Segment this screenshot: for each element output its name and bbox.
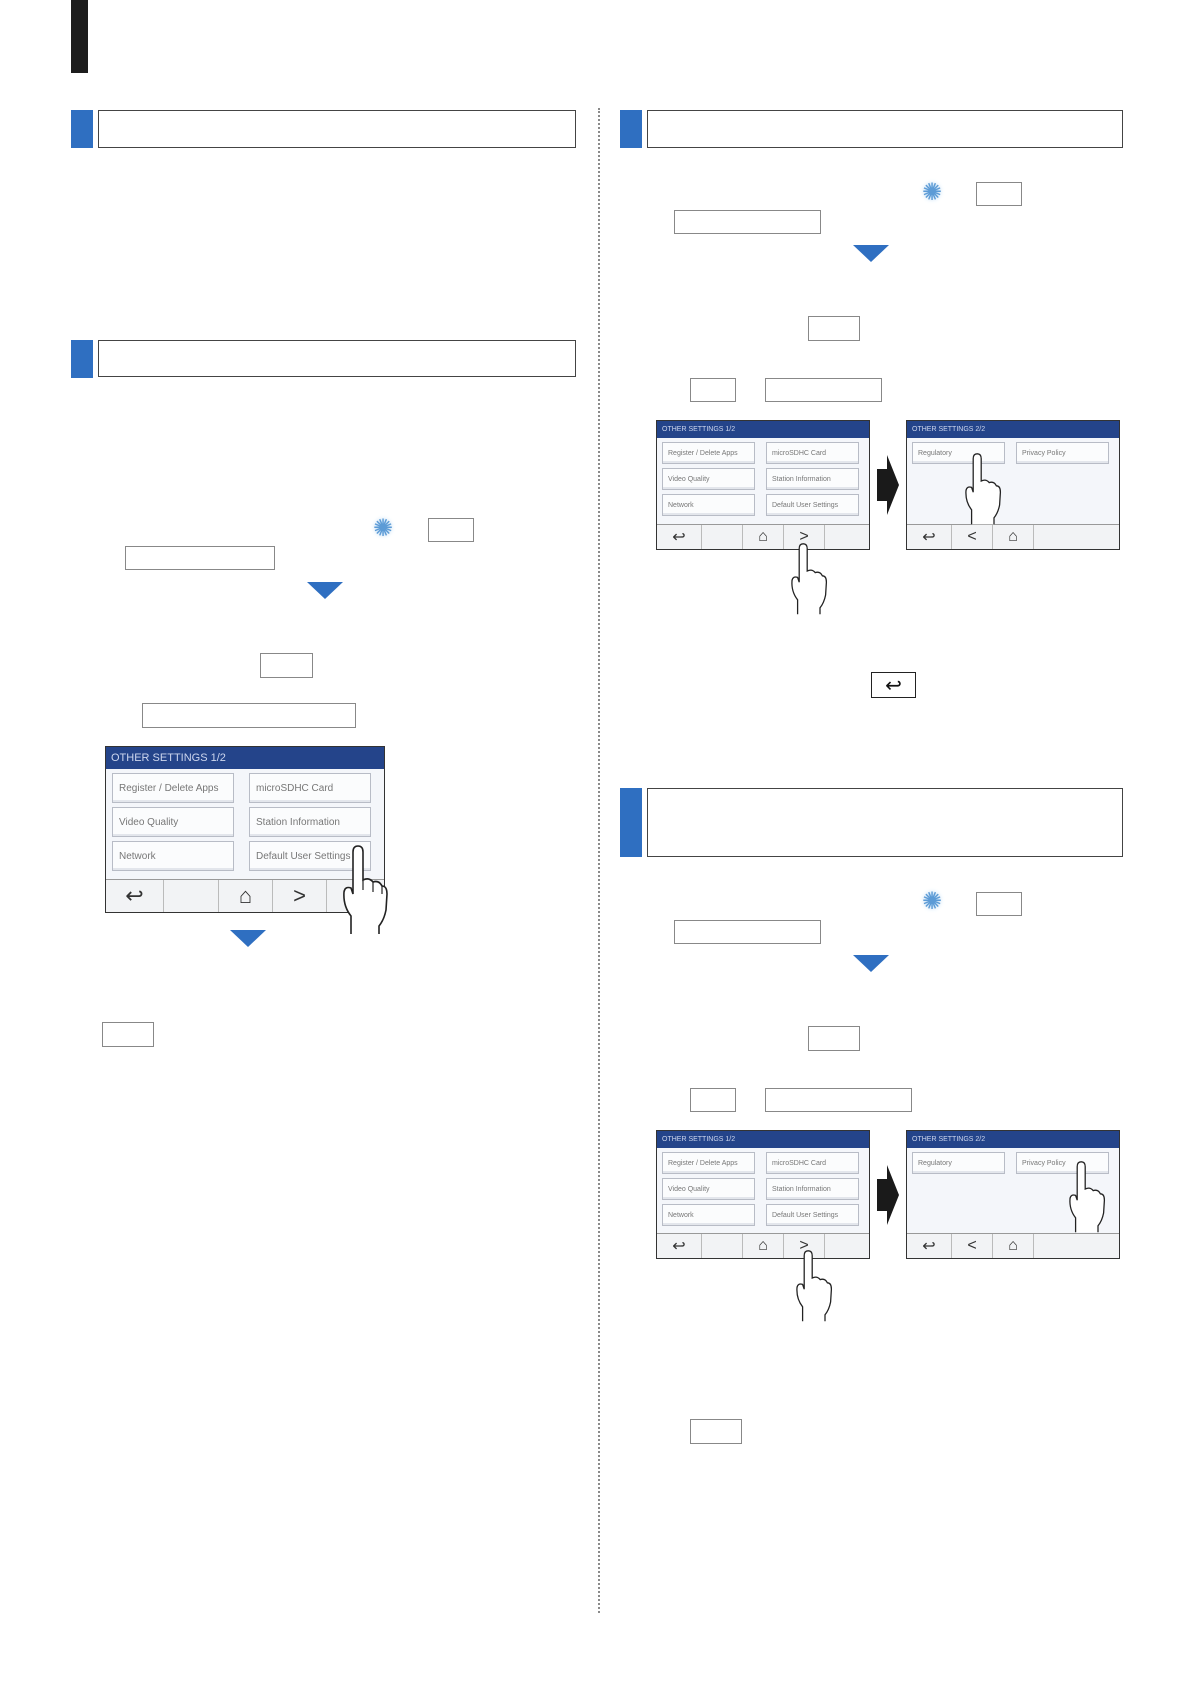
back-icon[interactable]: ↩ [657, 525, 702, 549]
empty-nav-slot [1034, 1234, 1119, 1258]
menu-cell-regulatory[interactable]: Regulatory [912, 1152, 1005, 1174]
menu-cell-register-delete-apps[interactable]: Register / Delete Apps [112, 773, 234, 803]
other-settings-screen-1: OTHER SETTINGS 1/2 Register / Delete App… [656, 420, 870, 550]
section-marker [71, 340, 93, 378]
button-placeholder [976, 892, 1022, 916]
section-title-box [647, 110, 1123, 148]
empty-nav-slot [702, 1234, 743, 1258]
empty-nav-slot [825, 1234, 869, 1258]
section-marker [620, 788, 642, 857]
section-title-box [98, 340, 576, 377]
menu-cell-microsdhc-card[interactable]: microSDHC Card [766, 442, 859, 464]
menu-cell-default-user-settings[interactable]: Default User Settings [766, 1204, 859, 1226]
prev-page-icon[interactable]: < [952, 525, 993, 549]
step-arrow-down-icon [853, 955, 889, 972]
column-divider [598, 108, 600, 1613]
button-placeholder [142, 703, 356, 728]
menu-cell-video-quality[interactable]: Video Quality [662, 468, 755, 490]
button-placeholder [674, 920, 821, 944]
menu-cell-station-information[interactable]: Station Information [766, 1178, 859, 1200]
screen-header: OTHER SETTINGS 1/2 [106, 747, 384, 769]
button-placeholder [125, 546, 275, 570]
screen-nav-bar: ↩ < ⌂ [907, 524, 1119, 549]
screen-nav-bar: ↩ ⌂ > [657, 524, 869, 549]
screen-nav-bar: ↩ < ⌂ [907, 1233, 1119, 1258]
home-icon[interactable]: ⌂ [993, 525, 1034, 549]
other-settings-screen-2: OTHER SETTINGS 2/2 Regulatory Privacy Po… [906, 420, 1120, 550]
menu-cell-microsdhc-card[interactable]: microSDHC Card [249, 773, 371, 803]
empty-nav-slot [1034, 525, 1119, 549]
page-tab-marker [71, 0, 88, 73]
button-placeholder [690, 1088, 736, 1112]
button-placeholder [260, 653, 313, 678]
gear-icon: ✺ [373, 515, 394, 542]
menu-cell-video-quality[interactable]: Video Quality [662, 1178, 755, 1200]
menu-cell-station-information[interactable]: Station Information [249, 807, 371, 837]
menu-cell-privacy-policy[interactable]: Privacy Policy [1016, 442, 1109, 464]
gear-icon: ✺ [922, 179, 943, 206]
other-settings-screen-1: OTHER SETTINGS 1/2 Register / Delete App… [105, 746, 385, 913]
step-arrow-down-icon [853, 245, 889, 262]
section-title-box [647, 788, 1123, 857]
menu-cell-register-delete-apps[interactable]: Register / Delete Apps [662, 442, 755, 464]
empty-nav-slot [702, 525, 743, 549]
empty-nav-slot [327, 880, 384, 912]
menu-cell-microsdhc-card[interactable]: microSDHC Card [766, 1152, 859, 1174]
other-settings-screen-2: OTHER SETTINGS 2/2 Regulatory Privacy Po… [906, 1130, 1120, 1259]
screen-nav-bar: ↩ ⌂ > [106, 879, 384, 912]
menu-cell-station-information[interactable]: Station Information [766, 468, 859, 490]
gear-icon: ✺ [922, 888, 943, 915]
menu-cell-network[interactable]: Network [112, 841, 234, 871]
back-button-icon: ↩ [871, 672, 916, 698]
screen-header: OTHER SETTINGS 2/2 [907, 421, 1119, 438]
menu-cell-network[interactable]: Network [662, 494, 755, 516]
empty-nav-slot [164, 880, 219, 912]
menu-cell-default-user-settings[interactable]: Default User Settings [766, 494, 859, 516]
other-settings-screen-1: OTHER SETTINGS 1/2 Register / Delete App… [656, 1130, 870, 1259]
menu-cell-video-quality[interactable]: Video Quality [112, 807, 234, 837]
menu-cell-default-user-settings[interactable]: Default User Settings [249, 841, 371, 871]
button-placeholder [765, 1088, 912, 1112]
button-placeholder [428, 518, 474, 542]
next-page-icon[interactable]: > [784, 525, 825, 549]
home-icon[interactable]: ⌂ [993, 1234, 1034, 1258]
button-placeholder [690, 1419, 742, 1444]
step-arrow-down-icon [230, 930, 266, 947]
button-placeholder [976, 182, 1022, 206]
transition-arrow-icon [877, 455, 899, 515]
back-icon[interactable]: ↩ [106, 880, 164, 912]
next-page-icon[interactable]: > [273, 880, 327, 912]
step-arrow-down-icon [307, 582, 343, 599]
empty-nav-slot [825, 525, 869, 549]
home-icon[interactable]: ⌂ [743, 525, 784, 549]
transition-arrow-icon [877, 1165, 899, 1225]
home-icon[interactable]: ⌂ [743, 1234, 784, 1258]
section-title-box [98, 110, 576, 148]
button-placeholder [808, 1026, 860, 1051]
section-marker [71, 110, 93, 148]
button-placeholder [808, 316, 860, 341]
screen-nav-bar: ↩ ⌂ > [657, 1233, 869, 1258]
button-placeholder [102, 1022, 154, 1047]
menu-cell-network[interactable]: Network [662, 1204, 755, 1226]
back-icon[interactable]: ↩ [657, 1234, 702, 1258]
menu-cell-regulatory[interactable]: Regulatory [912, 442, 1005, 464]
menu-cell-privacy-policy[interactable]: Privacy Policy [1016, 1152, 1109, 1174]
next-page-icon[interactable]: > [784, 1234, 825, 1258]
back-icon[interactable]: ↩ [907, 525, 952, 549]
button-placeholder [690, 378, 736, 402]
button-placeholder [674, 210, 821, 234]
screen-header: OTHER SETTINGS 2/2 [907, 1131, 1119, 1148]
prev-page-icon[interactable]: < [952, 1234, 993, 1258]
home-icon[interactable]: ⌂ [219, 880, 273, 912]
back-icon[interactable]: ↩ [907, 1234, 952, 1258]
screen-header: OTHER SETTINGS 1/2 [657, 1131, 869, 1148]
menu-cell-register-delete-apps[interactable]: Register / Delete Apps [662, 1152, 755, 1174]
screen-header: OTHER SETTINGS 1/2 [657, 421, 869, 438]
section-marker [620, 110, 642, 148]
button-placeholder [765, 378, 882, 402]
